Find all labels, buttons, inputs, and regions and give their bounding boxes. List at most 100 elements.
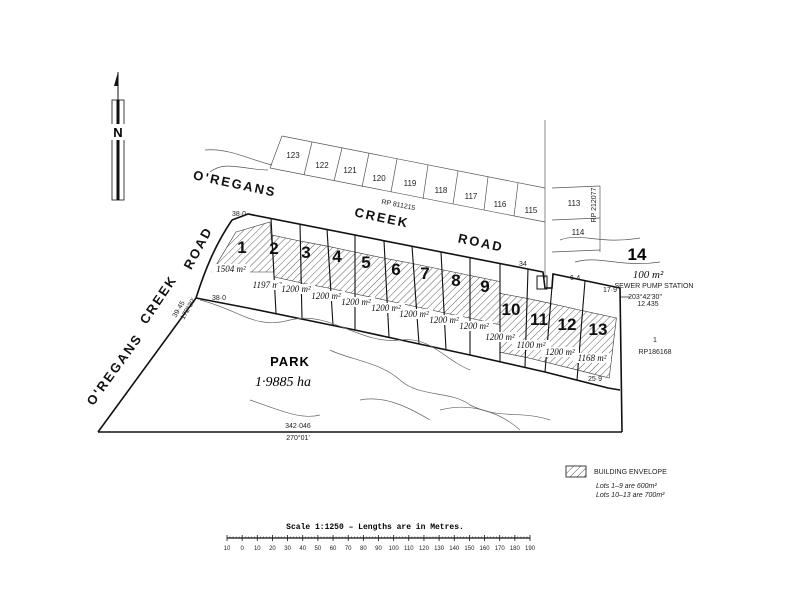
lot-area: 1200 m² (341, 297, 371, 307)
lot14-label: SEWER PUMP STATION (615, 283, 694, 290)
area-label-bg (277, 284, 315, 294)
area-label-bg (367, 303, 405, 313)
north-arrow: N (110, 72, 126, 201)
lot-number: 7 (420, 264, 429, 283)
lot-divider (440, 251, 447, 351)
park-contours (199, 299, 551, 431)
legend-note-1: Lots 1–9 are 600m² (596, 483, 657, 490)
scale-tick-label: 50 (315, 546, 322, 552)
lot-area: 1200 m² (485, 332, 515, 342)
rp-right-plan: RP186168 (638, 349, 671, 356)
envelope-lot-5 (354, 251, 388, 301)
lot-area: 1200 m² (459, 321, 489, 331)
upper-lot-number: 115 (525, 206, 538, 215)
upper-lot-number: 120 (372, 174, 386, 183)
boundary-distance: 342·046 (285, 423, 311, 430)
lot14-bearing: 203°42'30" (628, 293, 662, 301)
lot-area: 1100 m² (517, 340, 546, 350)
lot-number: 12 (558, 315, 577, 334)
lot-divider (524, 268, 529, 368)
area-label-bg (573, 353, 611, 363)
area-label-bg (337, 297, 375, 307)
scale-tick-label: 130 (434, 546, 445, 552)
upper-lot-number: 123 (286, 151, 300, 160)
lot-divider (411, 245, 420, 345)
scale-tick-label: 170 (495, 546, 506, 552)
upper-lot-number: 119 (404, 179, 417, 188)
road-label-road-top: ROAD (457, 230, 505, 254)
pump-station-box (536, 275, 548, 290)
dim-right-b: 6·4 (570, 275, 580, 282)
lot-number: 6 (391, 260, 400, 279)
rp-right-number: 1 (653, 337, 657, 344)
upper-lots (204, 120, 661, 278)
lot-divider (576, 280, 586, 381)
upper-lot-number: 113 (568, 199, 581, 208)
north-label: N (113, 125, 122, 140)
lot-number: 9 (480, 277, 489, 296)
scale-tick-label: 30 (284, 546, 291, 552)
scale-tick-label: 140 (449, 546, 460, 552)
park-area: 1·9885 ha (255, 375, 311, 390)
scale-tick-label: 120 (419, 546, 430, 552)
lot-area: 1200 m² (545, 347, 575, 357)
upper-lot-number: 116 (494, 200, 507, 209)
area-label-bg (481, 332, 519, 342)
dim-right-a: 34 (519, 261, 527, 268)
lot-number: 2 (269, 239, 278, 258)
area-label-bg (212, 264, 250, 274)
scale-tick-label: 0 (240, 546, 244, 552)
lot-number: 13 (589, 320, 608, 339)
boundary-bearing: 270°01' (286, 434, 310, 442)
area-label-bg (395, 309, 433, 319)
upper-plan-right-label: RP 212077 (591, 187, 598, 222)
scale-tick-label: 20 (269, 546, 276, 552)
upper-lot-number: 118 (435, 186, 448, 195)
dim-right-d: 25·9 (588, 376, 602, 383)
scale-tick-label: 80 (360, 546, 367, 552)
road-label-road-left: ROAD (181, 224, 216, 272)
lot-area: 1200 m² (281, 284, 311, 294)
lot-divider (383, 240, 390, 338)
area-label-bg (248, 280, 286, 290)
scale-tick-label: 160 (480, 546, 491, 552)
lot14-distance: 12.435 (637, 301, 659, 308)
lot-area: 1200 m² (429, 315, 459, 325)
scale-tick-label: 60 (330, 546, 337, 552)
upper-lot-number: 122 (315, 161, 329, 170)
upper-lot-number: 117 (465, 192, 478, 201)
scale-tick-label: 100 (389, 546, 400, 552)
lot14-area: 100 m² (633, 269, 664, 281)
lot-number: 5 (361, 253, 370, 272)
lot-area: 1168 m² (578, 353, 607, 363)
upper-lot-number: 114 (572, 228, 585, 237)
lot-divider (326, 228, 334, 326)
area-label-bg (541, 347, 579, 357)
park-label: PARK (270, 354, 310, 369)
scale-tick-label: 10 (254, 546, 261, 552)
lot-area: 1197 m² (253, 280, 282, 290)
area-label-bg (425, 315, 463, 325)
area-label-bg (455, 321, 493, 331)
lot-number: 8 (451, 271, 460, 290)
scale-tick-label: 90 (375, 546, 382, 552)
lot-number: 1 (237, 238, 246, 257)
legend-swatch (565, 465, 587, 478)
legend-note-2: Lots 10–13 are 700m² (596, 492, 665, 499)
lot-number: 11 (530, 310, 548, 329)
dim-right-c: 17·9 (603, 287, 617, 294)
svg-text:38·0: 38·0 (232, 211, 246, 218)
lot-number: 10 (502, 300, 521, 319)
scale-tick-label: 70 (345, 546, 352, 552)
road-label-creek-left: CREEK (137, 272, 180, 326)
lot-divider (270, 217, 277, 314)
scale-tick-label: 10 (224, 546, 231, 552)
frontage-dimensions: 38·0 (232, 211, 246, 218)
lot-area: 1200 m² (399, 309, 429, 319)
lot-divider (299, 223, 303, 320)
lot-number: 4 (332, 247, 342, 266)
